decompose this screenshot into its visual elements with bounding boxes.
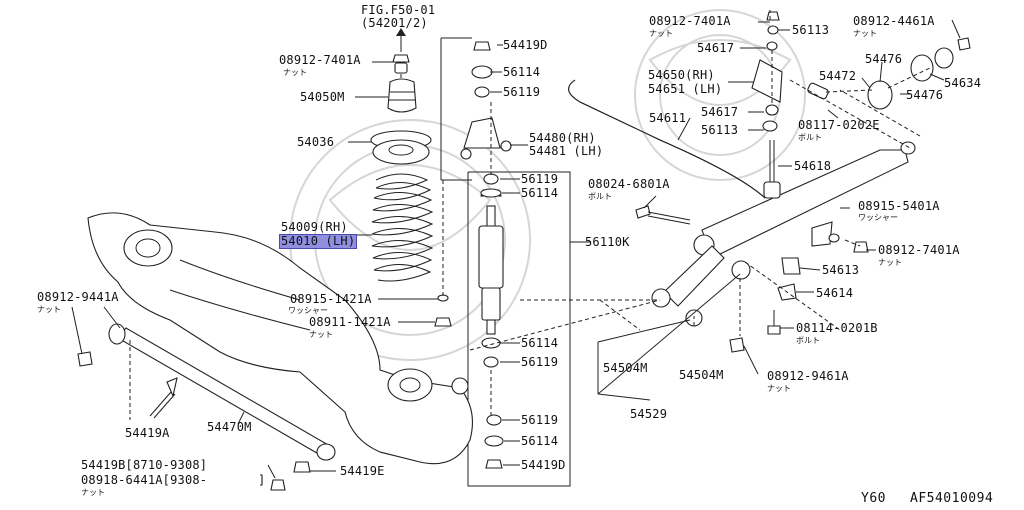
bolt-sublabel: ボルト bbox=[588, 192, 612, 201]
part-label-highlighted[interactable]: 54010 (LH) bbox=[279, 234, 358, 249]
part-label[interactable]: 54050M bbox=[300, 90, 345, 104]
bolt-head bbox=[166, 377, 178, 398]
coil-spring bbox=[371, 173, 434, 282]
part-label[interactable]: 54617 bbox=[701, 105, 739, 119]
part-label[interactable]: 56110K bbox=[585, 235, 630, 249]
part-label[interactable]: 08912-4461A bbox=[853, 14, 935, 28]
top-nut bbox=[392, 54, 410, 63]
bolt-sublabel: ボルト bbox=[796, 336, 820, 345]
rear-axle-housing bbox=[87, 212, 473, 465]
part-label[interactable]: 54611 bbox=[649, 111, 687, 125]
nut-sublabel: ナット bbox=[649, 29, 673, 38]
nut bbox=[434, 317, 452, 327]
bushing bbox=[867, 80, 893, 110]
part-label[interactable]: 54613 bbox=[822, 263, 860, 277]
part-label[interactable]: 08912-7401A bbox=[878, 243, 960, 257]
nut-sublabel: ナット bbox=[81, 488, 105, 497]
part-label[interactable]: 54009(RH) bbox=[281, 220, 348, 234]
bracket bbox=[751, 59, 783, 103]
part-label[interactable]: 08912-7401A bbox=[649, 14, 731, 28]
part-label[interactable]: 56114 bbox=[521, 434, 559, 448]
part-label[interactable]: 08024-6801A bbox=[588, 177, 670, 191]
part-label[interactable]: 08912-9461A bbox=[767, 369, 849, 383]
nut-sublabel: ナット bbox=[309, 330, 333, 339]
part-label[interactable]: 54419A bbox=[125, 426, 170, 440]
part-label[interactable]: 08117-0202E bbox=[798, 118, 880, 132]
lateral-rod bbox=[77, 323, 336, 491]
part-label[interactable]: 54618 bbox=[794, 159, 832, 173]
part-label[interactable]: 56119 bbox=[521, 413, 559, 427]
nut-sublabel: ナット bbox=[283, 68, 307, 77]
bracket-close: ] bbox=[258, 473, 266, 487]
diagram-code: AF54010094 bbox=[910, 491, 994, 506]
part-label[interactable]: 54614 bbox=[816, 286, 854, 300]
nut bbox=[77, 351, 93, 367]
leader-lines bbox=[71, 19, 961, 479]
part-label[interactable]: 08918-6441A[9308- bbox=[81, 473, 208, 487]
part-label[interactable]: 54634 bbox=[944, 76, 982, 90]
part-label[interactable]: 54419D bbox=[503, 38, 548, 52]
part-label[interactable]: 56113 bbox=[701, 123, 739, 137]
coil-spring-group bbox=[370, 28, 452, 327]
part-label[interactable]: 56113 bbox=[792, 23, 830, 37]
part-label[interactable]: 54504M bbox=[679, 368, 724, 382]
part-label[interactable]: 54419D bbox=[521, 458, 566, 472]
part-label[interactable]: 08915-1421A bbox=[290, 292, 372, 306]
part-label[interactable]: 54476 bbox=[906, 88, 944, 102]
dashed-guides bbox=[129, 10, 931, 420]
model-code: Y60 bbox=[861, 491, 886, 506]
shock-rod bbox=[486, 205, 496, 229]
shock-bracket bbox=[463, 117, 501, 149]
washer-sublabel: ワッシャー bbox=[288, 306, 328, 315]
shock-body bbox=[478, 225, 504, 289]
washer-sublabel: ワッシャー bbox=[858, 213, 898, 222]
nut-sublabel: ナット bbox=[878, 258, 902, 267]
part-label[interactable]: 54617 bbox=[697, 41, 735, 55]
part-label[interactable]: 54419B[8710-9308] bbox=[81, 458, 208, 472]
part-label[interactable]: 54529 bbox=[630, 407, 668, 421]
part-label[interactable]: 56114 bbox=[521, 336, 559, 350]
part-label[interactable]: 08911-1421A bbox=[309, 315, 391, 329]
part-label[interactable]: 08912-9441A bbox=[37, 290, 119, 304]
part-label[interactable]: 54651 (LH) bbox=[648, 82, 723, 96]
part-label[interactable]: 54481 (LH) bbox=[529, 144, 604, 158]
part-label[interactable]: 54419E bbox=[340, 464, 385, 478]
figure-reference[interactable]: FIG.F50-01 bbox=[361, 3, 436, 17]
part-label[interactable]: 54036 bbox=[297, 135, 335, 149]
part-label[interactable]: 54472 bbox=[819, 69, 857, 83]
part-label[interactable]: 56114 bbox=[521, 186, 559, 200]
axle-hub bbox=[387, 368, 433, 402]
part-label[interactable]: 56119 bbox=[521, 355, 559, 369]
bump-stopper bbox=[387, 78, 417, 113]
nut-sublabel: ナット bbox=[853, 29, 877, 38]
part-label[interactable]: 54504M bbox=[603, 361, 648, 375]
part-label[interactable]: 54470M bbox=[207, 420, 252, 434]
nut-sublabel: ナット bbox=[767, 384, 791, 393]
part-label[interactable]: 54476 bbox=[865, 52, 903, 66]
nut-sublabel: ナット bbox=[37, 305, 61, 314]
part-label[interactable]: 54480(RH) bbox=[529, 131, 596, 145]
part-label[interactable]: 54650(RH) bbox=[648, 68, 715, 82]
part-label[interactable]: 56119 bbox=[521, 172, 559, 186]
part-label[interactable]: 08915-5401A bbox=[858, 199, 940, 213]
figure-reference-sub: (54201/2) bbox=[361, 16, 428, 30]
part-label[interactable]: 56114 bbox=[503, 65, 541, 79]
bolt-sublabel: ボルト bbox=[798, 133, 822, 142]
part-label[interactable]: 08114-0201B bbox=[796, 321, 878, 335]
up-arrow-icon bbox=[396, 28, 406, 36]
part-label[interactable]: 56119 bbox=[503, 85, 541, 99]
part-label[interactable]: 08912-7401A bbox=[279, 53, 361, 67]
